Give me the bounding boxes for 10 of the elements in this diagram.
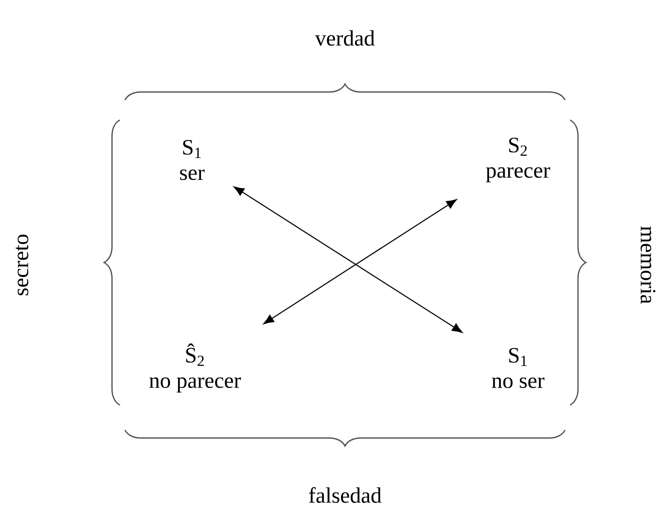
term-label: S$_{1}$ no ser — [492, 348, 544, 388]
axis-label: falsedad — [309, 487, 382, 503]
arrow — [263, 199, 457, 324]
axis-label: memoria — [640, 226, 656, 304]
axis-label: secreto — [16, 234, 28, 296]
term-label: S$_{1}$ ser — [180, 140, 205, 180]
term-label: Ŝ$_{2}$ no parecer — [149, 344, 241, 392]
axis-label: verdad — [315, 30, 375, 46]
term-label: S$_{2}$ parecer — [486, 138, 550, 182]
arrow — [234, 186, 463, 333]
